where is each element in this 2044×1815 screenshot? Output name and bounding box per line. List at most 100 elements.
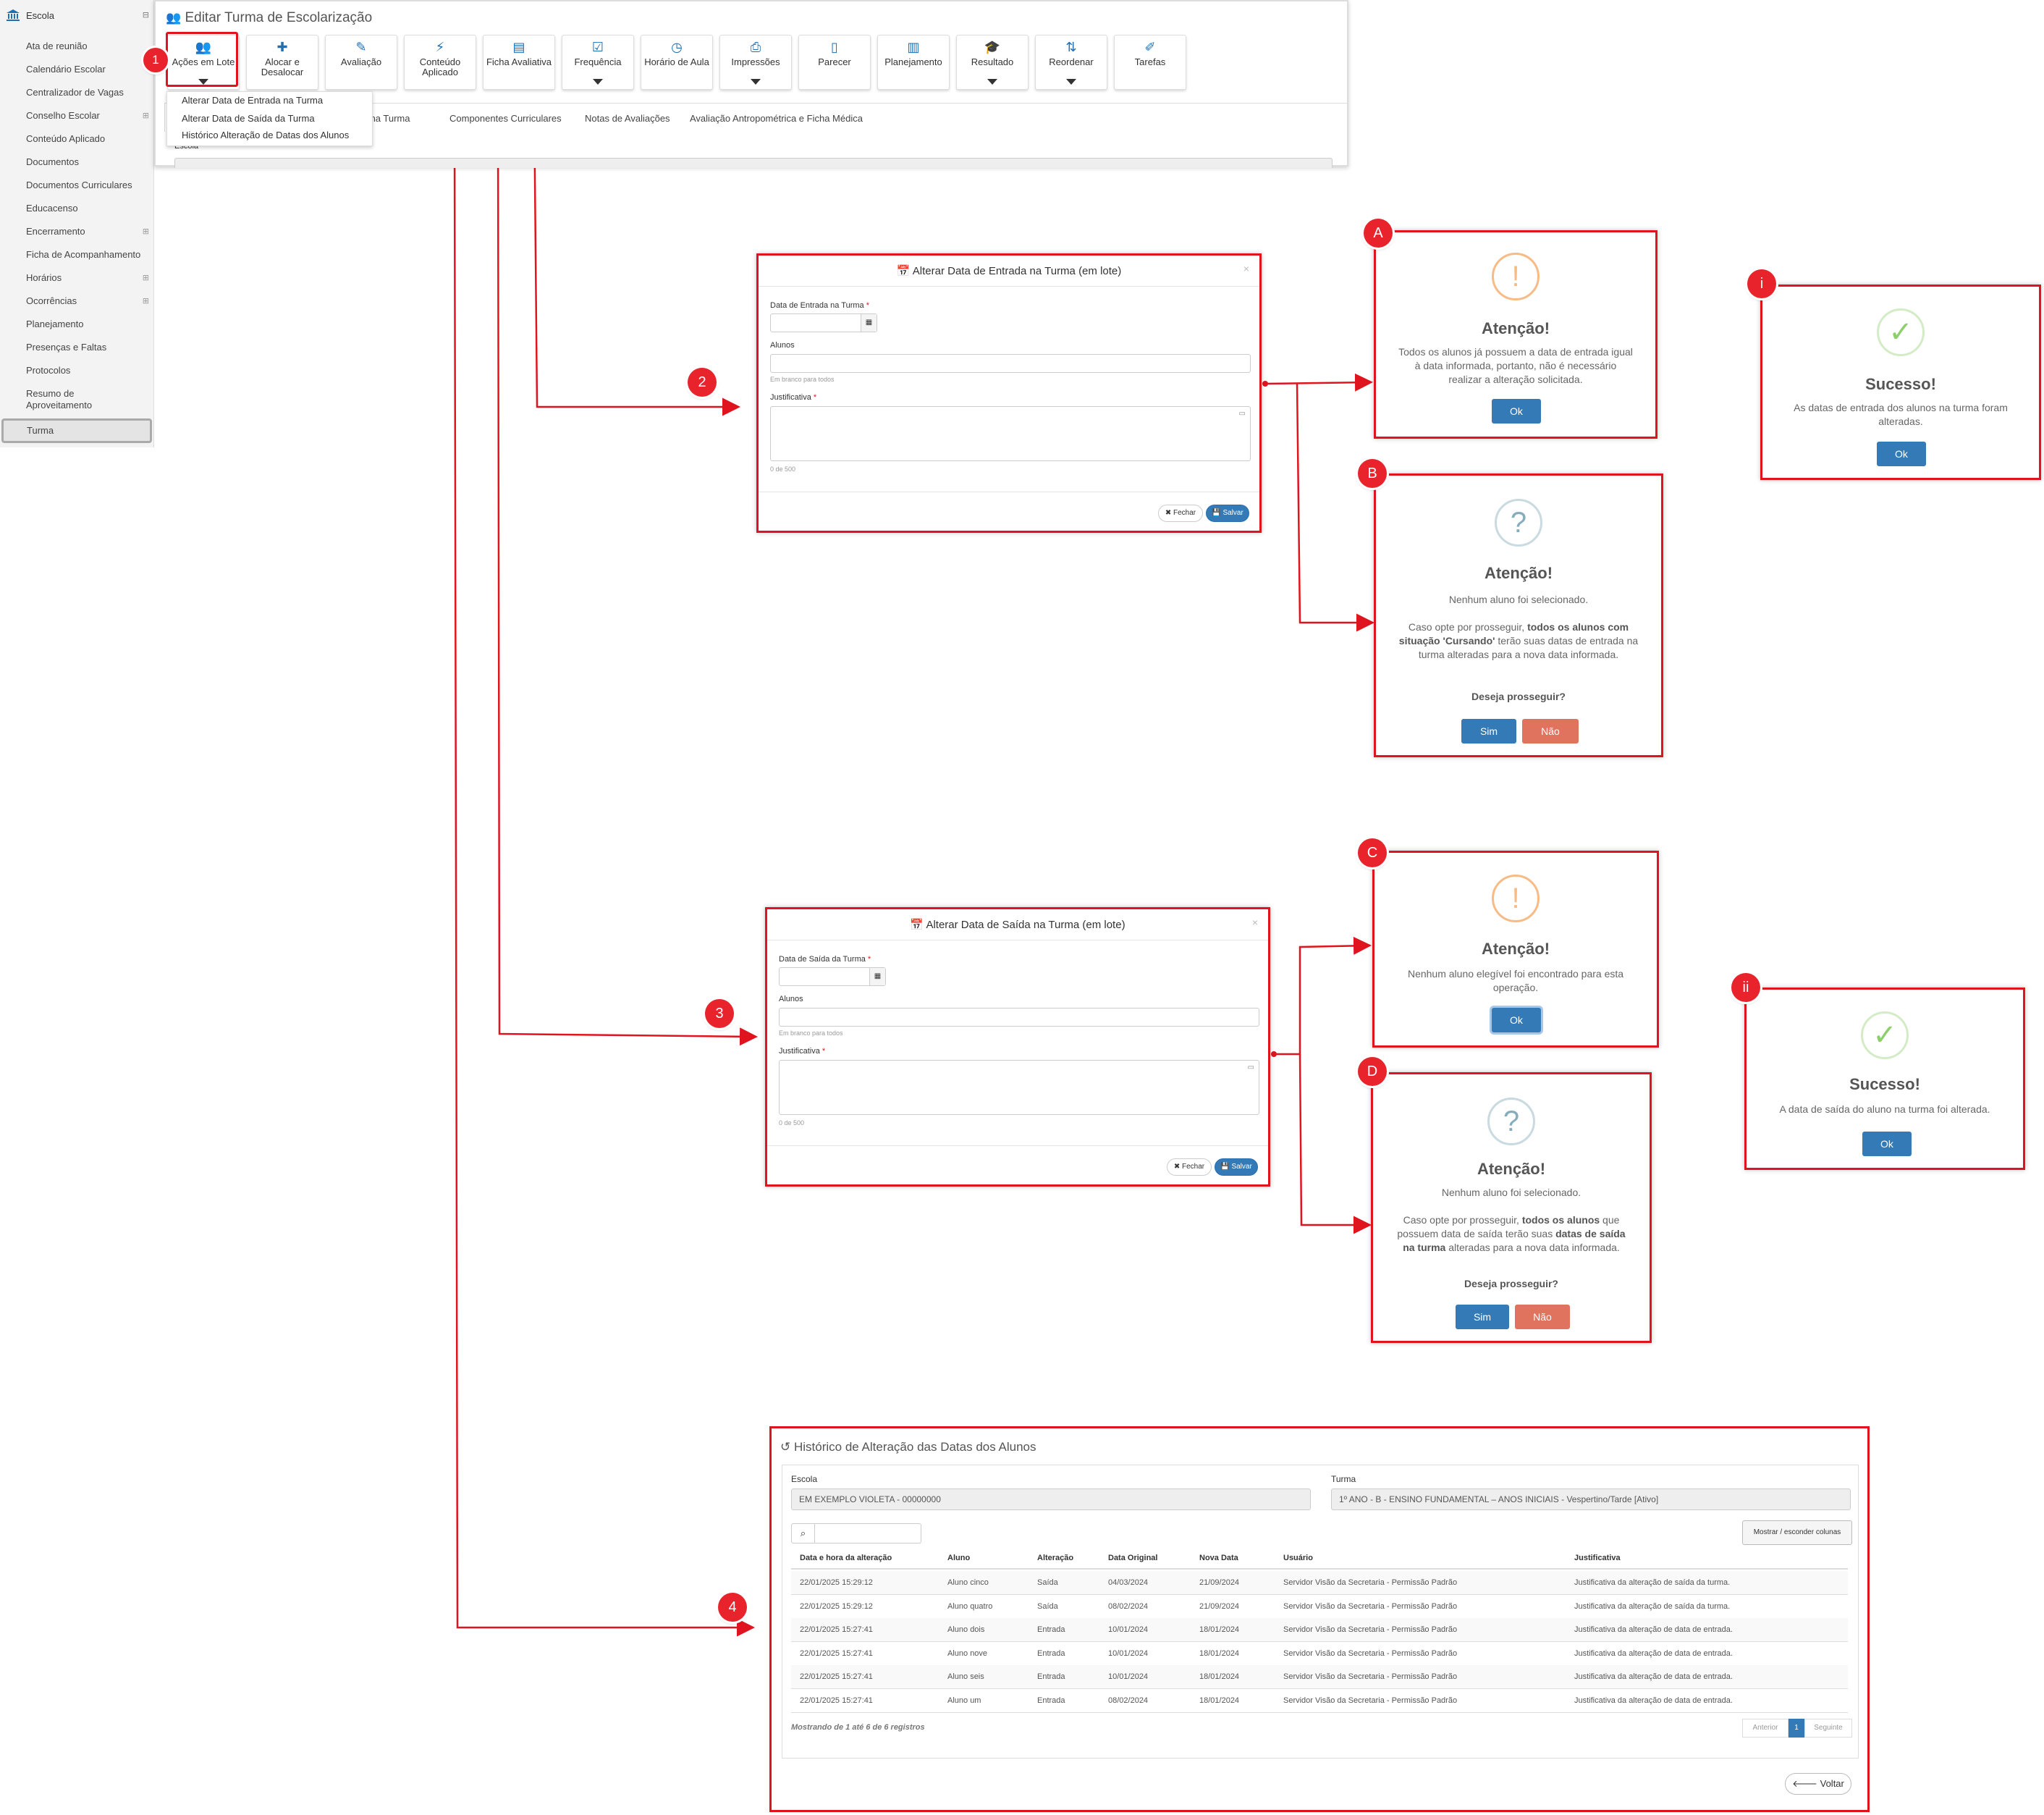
toolbar-button-impress-es[interactable]: ⎙Impressões — [719, 35, 792, 90]
toolbar-button-ficha-avaliativa[interactable]: ▤Ficha Avaliativa — [483, 35, 555, 90]
header-divider — [791, 1568, 1848, 1570]
table-cell: 04/03/2024 — [1108, 1578, 1149, 1587]
date-input[interactable]: ▦ — [770, 313, 877, 332]
sidebar-item-protocolos[interactable]: Protocolos — [26, 365, 149, 376]
table-row[interactable] — [791, 1665, 1848, 1688]
expand-icon[interactable]: ⊞ — [142, 297, 149, 306]
toolbar-button-parecer[interactable]: ▯Parecer — [798, 35, 871, 90]
column-header[interactable]: Alteração — [1037, 1554, 1074, 1562]
alert-text-detail: Caso opte por prosseguir, todos os aluno… — [1395, 1213, 1628, 1255]
salvar-button[interactable]: 💾 Salvar — [1206, 505, 1249, 522]
expand-icon[interactable]: ⊞ — [142, 274, 149, 282]
toolbar-button-a-es-em-lote[interactable]: 👥Ações em Lote — [167, 35, 240, 90]
ok-button[interactable]: Ok — [1492, 399, 1541, 424]
nao-button[interactable]: Não — [1515, 1305, 1570, 1329]
sidebar-item-centralizador-de-vagas[interactable]: Centralizador de Vagas — [26, 87, 149, 98]
date-input[interactable]: ▦ — [779, 967, 886, 986]
table-row[interactable] — [791, 1641, 1848, 1665]
sim-button[interactable]: Sim — [1456, 1305, 1509, 1329]
fechar-button[interactable]: ✖ Fechar — [1158, 505, 1203, 522]
sidebar-item-ocorr-ncias[interactable]: Ocorrências ⊞ — [26, 295, 149, 307]
sim-button[interactable]: Sim — [1461, 719, 1516, 744]
table-row[interactable] — [791, 1688, 1848, 1712]
collapse-icon[interactable]: ⊟ — [142, 11, 149, 20]
column-header[interactable]: Aluno — [947, 1554, 971, 1562]
sidebar-item-calend-rio-escolar[interactable]: Calendário Escolar — [26, 64, 149, 75]
tab-notas[interactable]: Notas de Avaliações — [585, 113, 670, 124]
sidebar-item-label: Conselho Escolar — [26, 110, 100, 121]
sidebar-header[interactable]: Escola ⊟ — [4, 9, 149, 25]
toolbar-button-reordenar[interactable]: ⇅Reordenar — [1035, 35, 1107, 90]
expand-icon[interactable]: ⊞ — [142, 111, 149, 120]
sidebar-item-presen-as-e-faltas[interactable]: Presenças e Faltas — [26, 342, 149, 353]
tab-antropometrica[interactable]: Avaliação Antropométrica e Ficha Médica — [690, 113, 863, 124]
sidebar-item-documentos[interactable]: Documentos — [26, 156, 149, 168]
nao-button[interactable]: Não — [1522, 719, 1579, 744]
ok-button[interactable]: Ok — [1862, 1132, 1912, 1156]
column-header[interactable]: Nova Data — [1199, 1554, 1238, 1562]
next-page-button[interactable]: Seguinte — [1804, 1719, 1852, 1738]
ok-button[interactable]: Ok — [1877, 442, 1926, 466]
column-header[interactable]: Data e hora da alteração — [800, 1554, 892, 1562]
sidebar-item-conte-do-aplicado[interactable]: Conteúdo Aplicado — [26, 133, 149, 145]
sidebar-item-documentos-curriculares[interactable]: Documentos Curriculares — [26, 180, 149, 191]
alunos-select[interactable] — [770, 354, 1251, 373]
toggle-columns-button[interactable]: Mostrar / esconder colunas — [1742, 1520, 1852, 1545]
sidebar-item-ata-de-reuni-o[interactable]: Ata de reunião — [26, 41, 149, 52]
calendar-icon[interactable]: ▦ — [869, 968, 885, 985]
page-title-text: Editar Turma de Escolarização — [185, 10, 373, 25]
close-icon[interactable]: × — [1243, 263, 1249, 274]
toolbar-button-conte-do-aplicado[interactable]: ⚡Conteúdo Aplicado — [404, 35, 476, 90]
sidebar-item-turma[interactable]: Turma — [1, 418, 152, 443]
table-cell: Justificativa da alteração de saída da t… — [1574, 1601, 1731, 1611]
sidebar-item-educacenso[interactable]: Educacenso — [26, 203, 149, 214]
table-row[interactable] — [791, 1571, 1848, 1594]
toolbar-button-resultado[interactable]: 🎓Resultado — [956, 35, 1029, 90]
justificativa-textarea[interactable]: ▭ — [770, 406, 1251, 461]
close-icon[interactable]: × — [1251, 917, 1258, 928]
menu-item-historico[interactable]: Histórico Alteração de Datas dos Alunos — [182, 130, 350, 140]
column-header[interactable]: Justificativa — [1574, 1554, 1621, 1562]
sidebar-item-planejamento[interactable]: Planejamento — [26, 319, 149, 330]
toolbar-button-planejamento[interactable]: ▥Planejamento — [877, 35, 950, 90]
toolbar-button-hor-rio-de-aula[interactable]: ◷Horário de Aula — [641, 35, 713, 90]
search-icon: ⌕ — [792, 1524, 815, 1543]
justificativa-textarea[interactable]: ▭ — [779, 1060, 1259, 1115]
book-icon: ▥ — [907, 40, 920, 54]
toolbar-button-frequ-ncia[interactable]: ☑Frequência — [562, 35, 634, 90]
column-header[interactable]: Usuário — [1283, 1554, 1313, 1562]
text-bold: todos os alunos — [1521, 1214, 1600, 1226]
menu-item-saida[interactable]: Alterar Data de Saída da Turma — [182, 113, 315, 124]
ok-button[interactable]: Ok — [1492, 1008, 1541, 1032]
table-row[interactable] — [791, 1594, 1848, 1618]
column-header[interactable]: Data Original — [1108, 1554, 1158, 1562]
sidebar-item-label: Ocorrências — [26, 295, 77, 306]
fechar-button[interactable]: ✖ Fechar — [1167, 1158, 1212, 1176]
sidebar-item-resumo-de-aproveitamento[interactable]: Resumo de Aproveitamento — [26, 388, 120, 411]
toolbar-button-tarefas[interactable]: ✐Tarefas — [1114, 35, 1186, 90]
table-cell: 22/01/2025 15:29:12 — [800, 1601, 873, 1611]
expand-icon[interactable]: ⊞ — [142, 227, 149, 236]
menu-item-entrada[interactable]: Alterar Data de Entrada na Turma — [182, 95, 324, 106]
salvar-button[interactable]: 💾 Salvar — [1215, 1158, 1258, 1176]
table-row[interactable] — [791, 1618, 1848, 1641]
sidebar-item-encerramento[interactable]: Encerramento⊞ — [26, 226, 149, 237]
alert-question: Deseja prosseguir? — [1464, 1278, 1558, 1289]
table-cell: Entrada — [1037, 1648, 1065, 1658]
sidebar-item-ficha-de-acompanhamento[interactable]: Ficha de Acompanhamento — [26, 249, 149, 261]
toolbar-button-label: Reordenar — [1049, 56, 1094, 67]
prev-page-button[interactable]: Anterior — [1742, 1719, 1788, 1738]
alunos-select[interactable] — [779, 1008, 1259, 1027]
text-part: Caso opte por prosseguir, — [1408, 621, 1528, 633]
toolbar-button-alocar-e-desalocar[interactable]: ✚Alocar e Desalocar — [246, 35, 318, 90]
tab-componentes[interactable]: Componentes Curriculares — [449, 113, 562, 124]
voltar-button[interactable]: 🡐 Voltar — [1785, 1773, 1851, 1795]
toolbar-button-label: Ações em Lote — [172, 56, 235, 67]
calendar-icon[interactable]: ▦ — [861, 314, 877, 332]
page-1-button[interactable]: 1 — [1788, 1719, 1804, 1738]
toolbar-button-avalia-o[interactable]: ✎Avaliação — [325, 35, 397, 90]
sidebar-item-label: Presenças e Faltas — [26, 342, 107, 353]
sidebar-item-conselho-escolar[interactable]: Conselho Escolar ⊞ — [26, 110, 149, 122]
sidebar-item-hor-rios[interactable]: Horários⊞ — [26, 272, 149, 284]
search-input[interactable]: ⌕ — [791, 1523, 921, 1544]
